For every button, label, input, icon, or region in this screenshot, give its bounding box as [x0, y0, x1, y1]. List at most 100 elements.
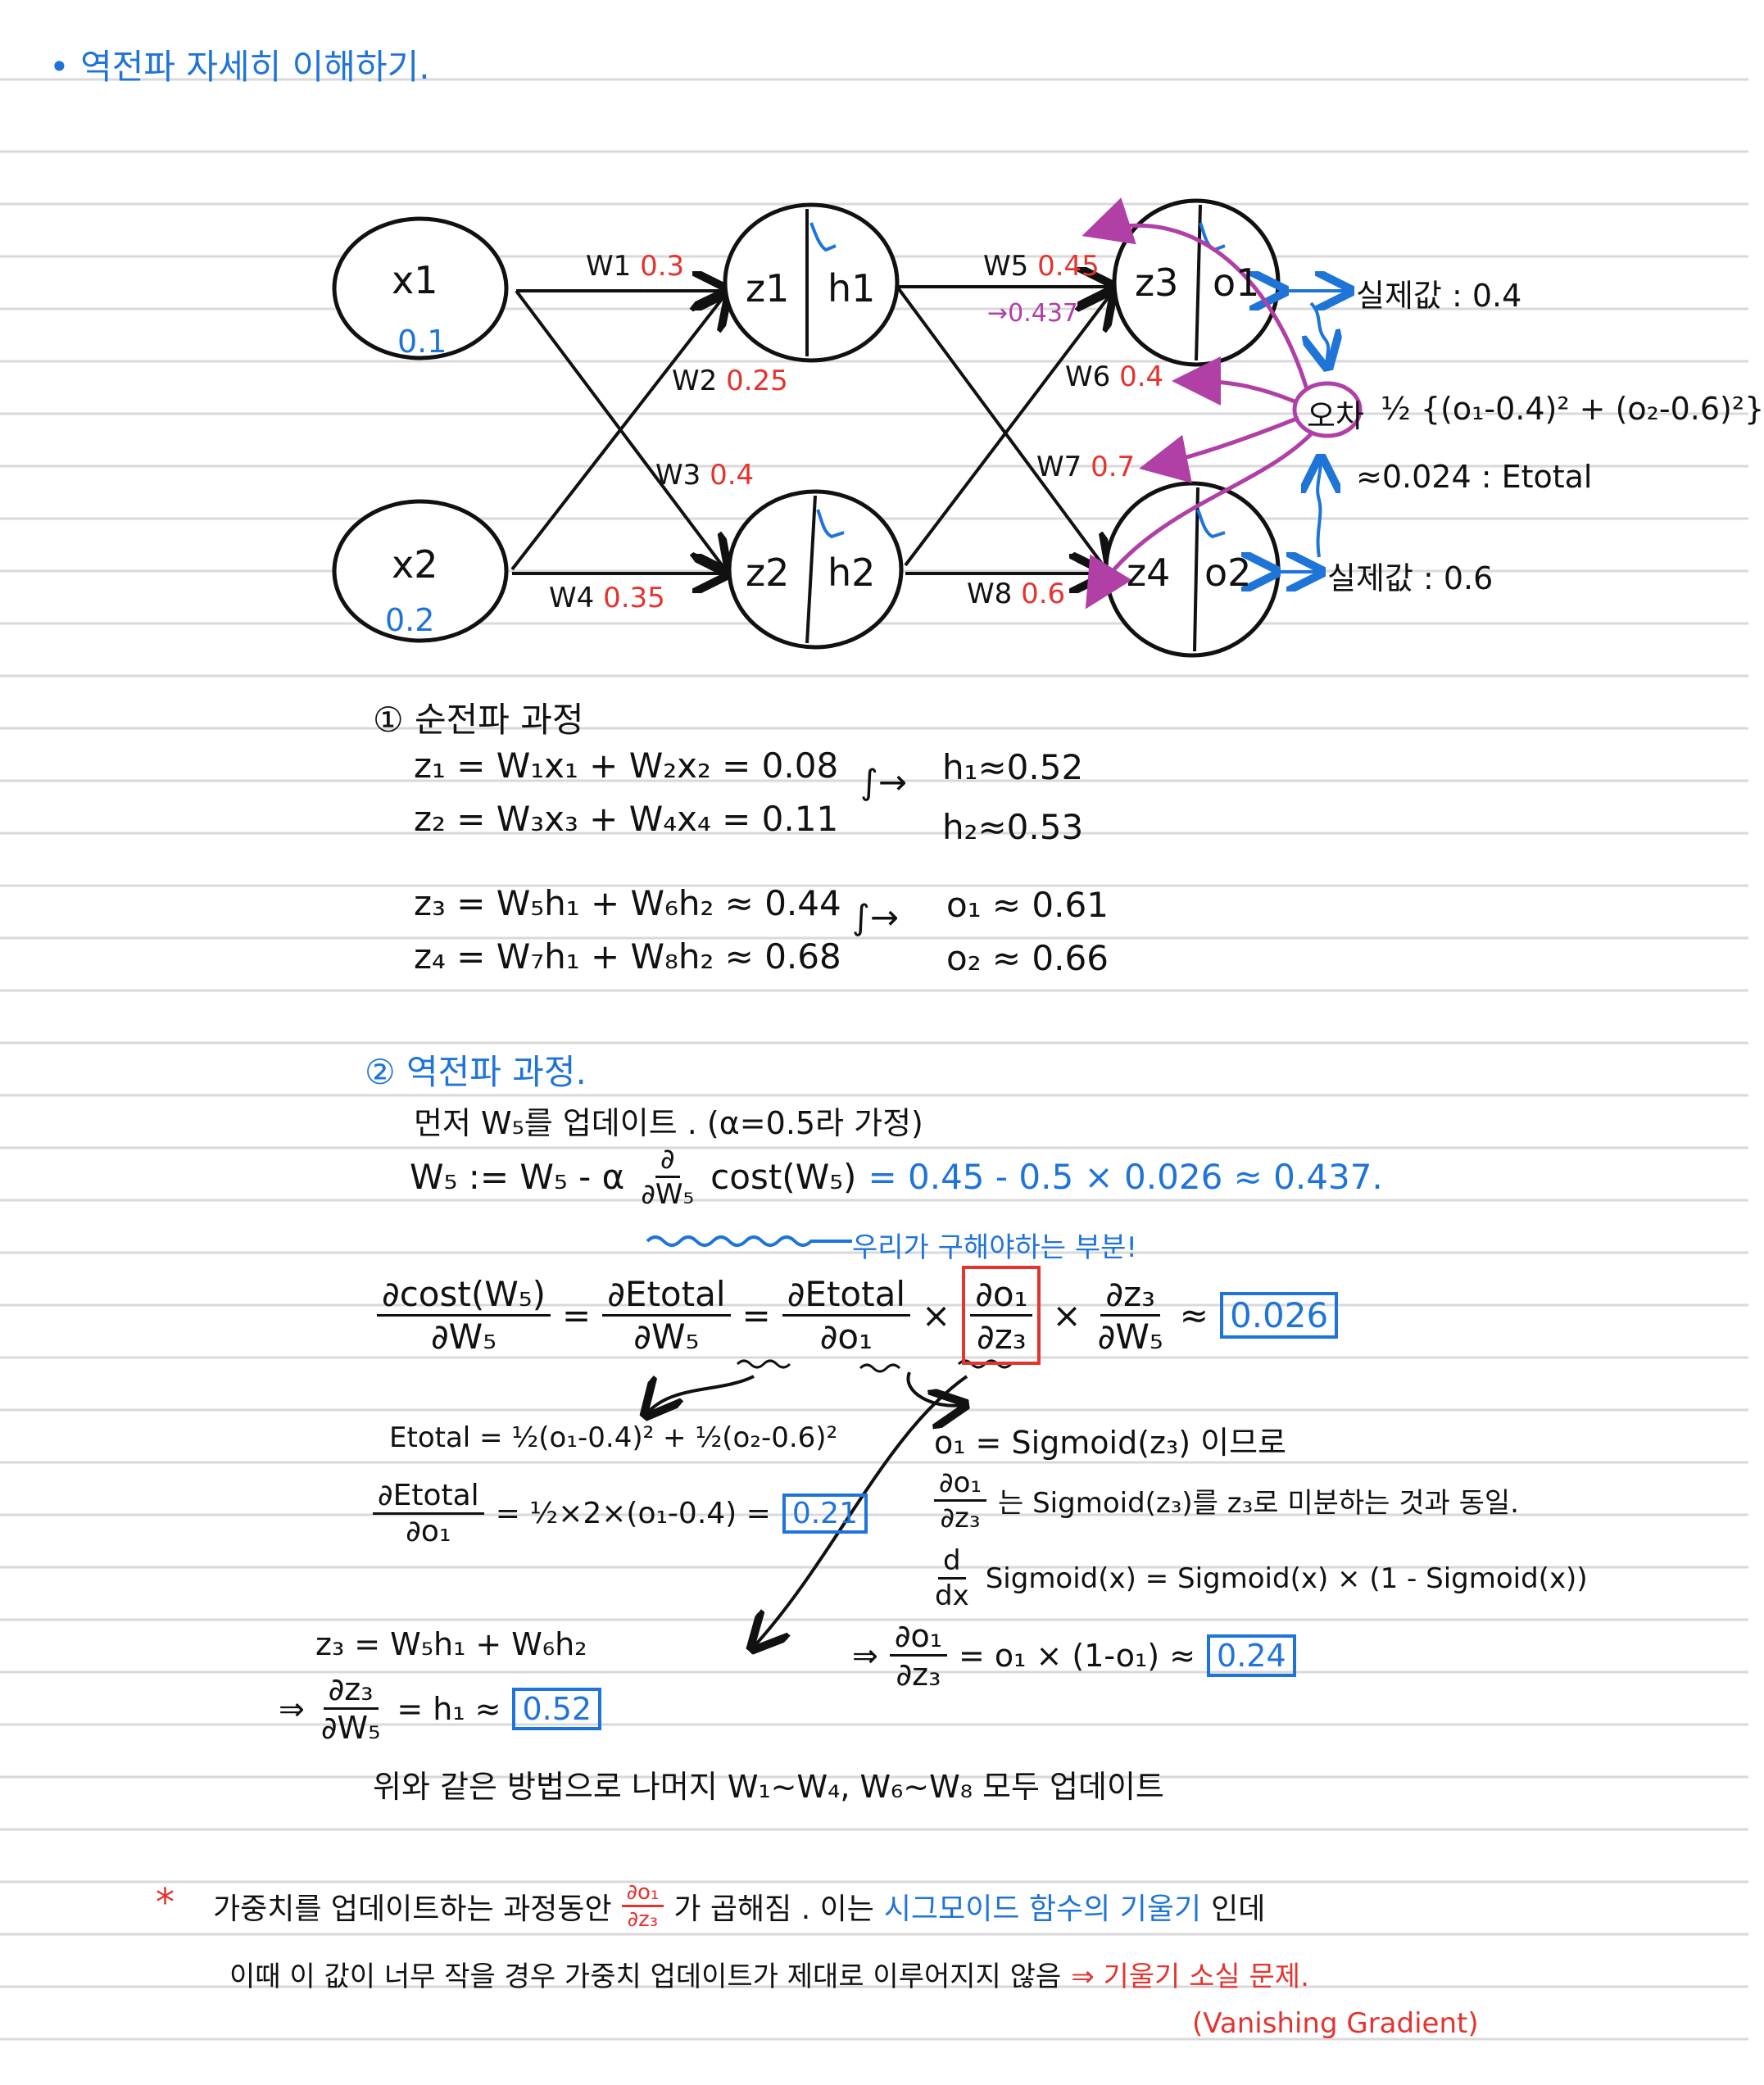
- chain-term-1: ∂Etotal ∂W₅: [602, 1274, 731, 1357]
- note-line-1: 가중치를 업데이트하는 과정동안 ∂o₁ ∂z₃ 가 곱해짐 . 이는 시그모이…: [213, 1880, 1266, 1932]
- neural-network-diagram: [332, 197, 1363, 658]
- dz3-frac: ∂z₃ ∂W₅: [320, 1671, 381, 1746]
- activation-mark-h2: [816, 509, 845, 539]
- forward-z4: z₄ = W₇h₁ + W₈h₂ ≈ 0.68: [414, 936, 841, 977]
- update-derivative: ∂ ∂W₅: [641, 1143, 695, 1211]
- node-o1-z-label: z3: [1135, 261, 1179, 305]
- node-h1-z-label: z1: [746, 266, 790, 310]
- do1-result-line: ⇒ ∂o₁ ∂z₃ = o₁ × (1-o₁) ≈ 0.24: [852, 1618, 1296, 1693]
- page-title: • 역전파 자세히 이해하기.: [49, 47, 430, 87]
- chain-term-4: ∂z₃ ∂W₅: [1097, 1274, 1163, 1357]
- node-x1-value: 0.1: [397, 324, 447, 360]
- note-star: *: [156, 1880, 175, 1924]
- error-formula: ½ {(o₁-0.4)² + (o₂-0.6)²}: [1381, 391, 1764, 427]
- backprop-arrow-w8: [1085, 433, 1313, 610]
- edge-w7: [904, 295, 1110, 567]
- node-o1-o-label: o1: [1213, 261, 1260, 305]
- target1-to-error-arrow: [1311, 301, 1328, 365]
- dsigmoid-line: d dx Sigmoid(x) = Sigmoid(x) × (1 - Sigm…: [930, 1544, 1588, 1612]
- backprop-arrow-w5: [1082, 197, 1309, 390]
- node-h2-h-label: h2: [828, 551, 876, 595]
- dsigmoid-frac: d dx: [935, 1544, 969, 1612]
- update-rule-line: W₅ := W₅ - α ∂ ∂W₅ cost(W₅) = 0.45 - 0.5…: [410, 1143, 1383, 1211]
- backprop-arrow-w6: [1172, 356, 1295, 406]
- forward-h2: h₂≈0.53: [942, 807, 1084, 847]
- curve-to-z3: [754, 1375, 968, 1647]
- backward-heading: ② 역전파 과정.: [365, 1052, 587, 1092]
- chain-lhs: ∂cost(W₅) ∂W₅: [377, 1274, 551, 1357]
- forward-o1: o₁ ≈ 0.61: [946, 885, 1109, 925]
- backward-intro: 먼저 W₅를 업데이트 . (α=0.5라 가정): [414, 1105, 923, 1141]
- forward-arrow-2: ∫→: [852, 897, 900, 937]
- weight-w6: W6 0.4: [1065, 360, 1164, 393]
- node-o2-divider: [1193, 487, 1199, 652]
- detotal-frac: ∂Etotal ∂o₁: [373, 1479, 484, 1548]
- note-line-3: (Vanishing Gradient): [1192, 2007, 1479, 2040]
- error-value: ≈0.024 : Etotal: [1356, 459, 1593, 495]
- error-to-target2-arrow: [1317, 460, 1321, 558]
- detotal-result: 0.21: [782, 1493, 868, 1534]
- node-x2: [332, 499, 509, 643]
- curve-to-sigmoid: [906, 1371, 963, 1406]
- weight-w8: W8 0.6: [967, 578, 1066, 610]
- forward-z2: z₂ = W₃x₃ + W₄x₄ = 0.11: [414, 799, 839, 839]
- target2-label: 실제값 : 0.6: [1327, 560, 1494, 596]
- weight-w3: W3 0.4: [655, 459, 755, 492]
- edge-w3: [510, 295, 725, 571]
- etotal-line: Etotal = ½(o₁-0.4)² + ½(o₂-0.6)²: [389, 1421, 838, 1454]
- do1-line: ∂o₁ ∂z₃ 는 Sigmoid(z₃)를 z₃로 미분하는 것과 동일.: [934, 1466, 1519, 1534]
- weight-w5: W5 0.45: [983, 250, 1100, 283]
- note-frac: ∂o₁ ∂z₃: [621, 1880, 664, 1932]
- do1-result-frac: ∂o₁ ∂z₃: [889, 1618, 947, 1693]
- chain-term-3: ∂o₁ ∂z₃: [962, 1266, 1041, 1365]
- z3-line: z₃ = W₅h₁ + W₆h₂: [315, 1626, 587, 1662]
- forward-arrow-1: ∫→: [860, 762, 908, 802]
- o1-sigmoid-line: o₁ = Sigmoid(z₃) 이므로: [934, 1425, 1287, 1461]
- dz3-line: ⇒ ∂z₃ ∂W₅ = h₁ ≈ 0.52: [279, 1671, 602, 1746]
- chain-rule-line: ∂cost(W₅) ∂W₅ = ∂Etotal ∂W₅ = ∂Etotal ∂o…: [377, 1266, 1339, 1365]
- error-label: 오차: [1307, 398, 1364, 434]
- dz3-result: 0.52: [512, 1687, 602, 1730]
- chain-term-2: ∂Etotal ∂o₁: [782, 1274, 910, 1357]
- node-x2-value: 0.2: [385, 602, 435, 638]
- node-h1: [723, 202, 900, 363]
- update-result: = 0.45 - 0.5 × 0.026 ≈ 0.437.: [868, 1157, 1383, 1197]
- activation-mark-h1: [809, 222, 837, 252]
- node-x1: [332, 216, 509, 360]
- forward-z1: z₁ = W₁x₁ + W₂x₂ = 0.08: [414, 746, 839, 786]
- node-o2-z-label: z4: [1127, 551, 1171, 595]
- weight-w4: W4 0.35: [549, 582, 665, 614]
- forward-h1: h₁≈0.52: [942, 747, 1084, 787]
- chain-result: 0.026: [1219, 1292, 1339, 1339]
- rest-update-line: 위와 같은 방법으로 나머지 W₁~W₄, W₆~W₈ 모두 업데이트: [373, 1769, 1164, 1805]
- weight-w1: W1 0.3: [586, 250, 685, 283]
- node-o1-divider: [1195, 204, 1202, 361]
- forward-o2: o₂ ≈ 0.66: [946, 938, 1109, 978]
- node-h2-divider: [805, 495, 817, 644]
- node-x2-label: x2: [392, 542, 438, 587]
- error-circle: [1292, 381, 1363, 438]
- forward-z3: z₃ = W₅h₁ + W₆h₂ ≈ 0.44: [414, 883, 841, 923]
- backprop-arrow-w7: [1139, 415, 1299, 483]
- target1-label: 실제값 : 0.4: [1356, 278, 1522, 314]
- do1-result: 0.24: [1207, 1634, 1296, 1677]
- node-h2-z-label: z2: [746, 551, 790, 595]
- edge-w6: [896, 285, 1106, 569]
- weight-w7: W7 0.7: [1036, 451, 1136, 483]
- update-rule-lhs: W₅ := W₅ - α: [410, 1157, 625, 1197]
- note-line-2: 이때 이 값이 너무 작을 경우 가중치 업데이트가 제대로 이루어지지 않음 …: [229, 1960, 1309, 1993]
- detotal-line: ∂Etotal ∂o₁ = ½×2×(o₁-0.4) = 0.21: [373, 1479, 868, 1548]
- forward-heading: ① 순전파 과정: [373, 700, 584, 740]
- activation-mark-o2: [1196, 509, 1226, 539]
- update-cost: cost(W₅): [710, 1157, 857, 1197]
- do1-frac: ∂o₁ ∂z₃: [934, 1466, 987, 1534]
- node-x1-label: x1: [392, 258, 438, 302]
- weight-w2: W2 0.25: [672, 365, 788, 397]
- node-o2-o-label: o2: [1204, 551, 1252, 595]
- weight-w5-updated: →0.437: [987, 299, 1079, 328]
- annotation-text: 우리가 구해야하는 부분!: [852, 1231, 1138, 1264]
- node-h1-h-label: h1: [828, 266, 876, 310]
- curve-to-etotal: [647, 1375, 755, 1413]
